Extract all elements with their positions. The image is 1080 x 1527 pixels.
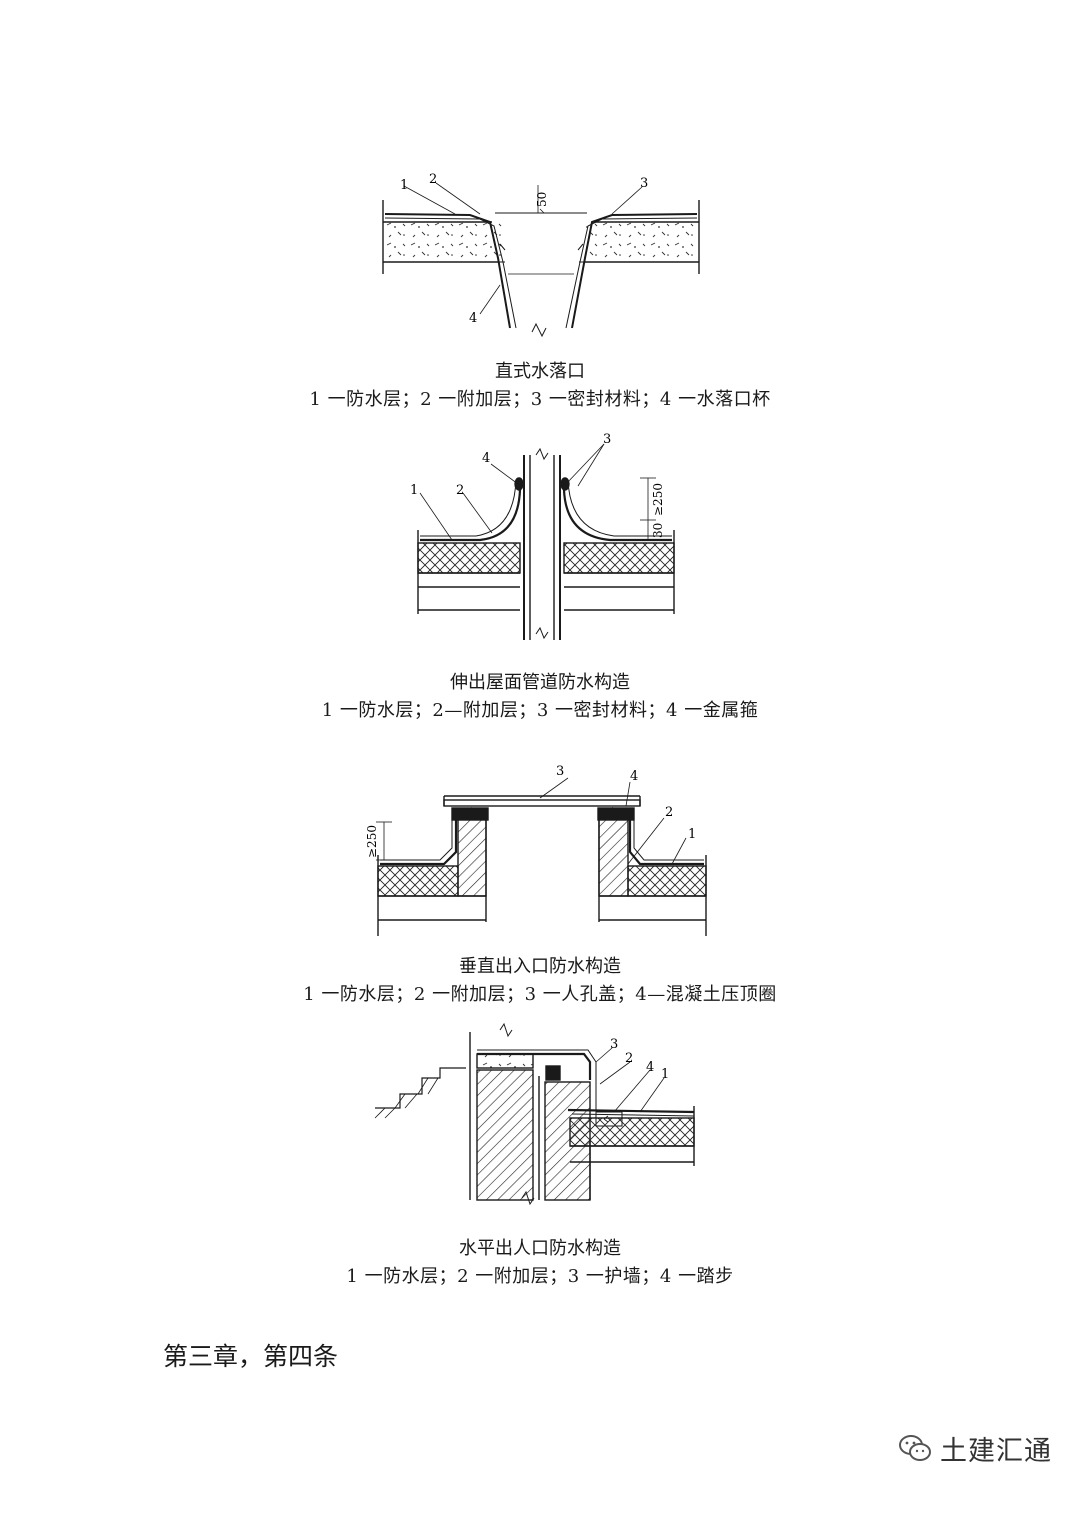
fig2-label-1: 1 — [410, 483, 418, 498]
fig2-label-4: 4 — [482, 451, 490, 466]
figure-4-legend: 1 一防水层；2 一附加层；3 一护墙；4 一踏步 — [346, 1266, 734, 1287]
figure-3-legend: 1 一防水层；2 一附加层；3 一人孔盖；4—混凝土压顶圈 — [303, 984, 777, 1005]
fig2-dim-250: ≥250 — [651, 483, 665, 516]
figure-3-caption: 垂直出入口防水构造 — [459, 956, 621, 977]
chapter-heading: 第三章，第四条 — [163, 1342, 339, 1371]
figure-1-drawing — [382, 182, 700, 338]
figure-3-drawing — [376, 777, 707, 936]
watermark: 土建汇通 — [898, 1428, 1052, 1468]
fig4-label-2: 2 — [625, 1051, 633, 1066]
fig2-label-3: 3 — [603, 432, 611, 447]
fig3-label-3: 3 — [556, 764, 564, 779]
figure-1-legend: 1 一防水层；2 一附加层；3 一密封材料；4 一水落口杯 — [309, 389, 771, 410]
wechat-icon — [899, 1435, 931, 1461]
fig4-label-3: 3 — [610, 1037, 618, 1052]
watermark-text: 土建汇通 — [940, 1435, 1052, 1467]
fig1-label-2: 2 — [429, 172, 437, 187]
figure-2-legend: 1 一防水层；2—附加层；3 一密封材料；4 一金属箍 — [321, 700, 759, 721]
fig4-label-4: 4 — [646, 1060, 654, 1075]
figure-1-caption: 直式水落口 — [495, 361, 585, 382]
fig3-label-1: 1 — [688, 827, 696, 842]
figure-2-caption: 伸出屋面管道防水构造 — [450, 672, 630, 693]
fig3-label-4: 4 — [630, 769, 638, 784]
fig2-label-2: 2 — [456, 483, 464, 498]
fig4-label-1: 1 — [661, 1067, 669, 1082]
fig3-dim-250: ≥250 — [365, 825, 379, 858]
fig3-label-2: 2 — [665, 805, 673, 820]
figure-4-drawing — [374, 1022, 695, 1206]
fig2-dim-30: 30 — [651, 523, 665, 538]
figure-2-drawing — [417, 443, 675, 640]
fig1-label-3: 3 — [640, 176, 648, 191]
fig1-label-1: 1 — [400, 178, 408, 193]
fig1-label-4: 4 — [469, 311, 477, 326]
fig1-dim-50: 50 — [535, 192, 549, 207]
figure-4-caption: 水平出人口防水构造 — [459, 1238, 621, 1259]
